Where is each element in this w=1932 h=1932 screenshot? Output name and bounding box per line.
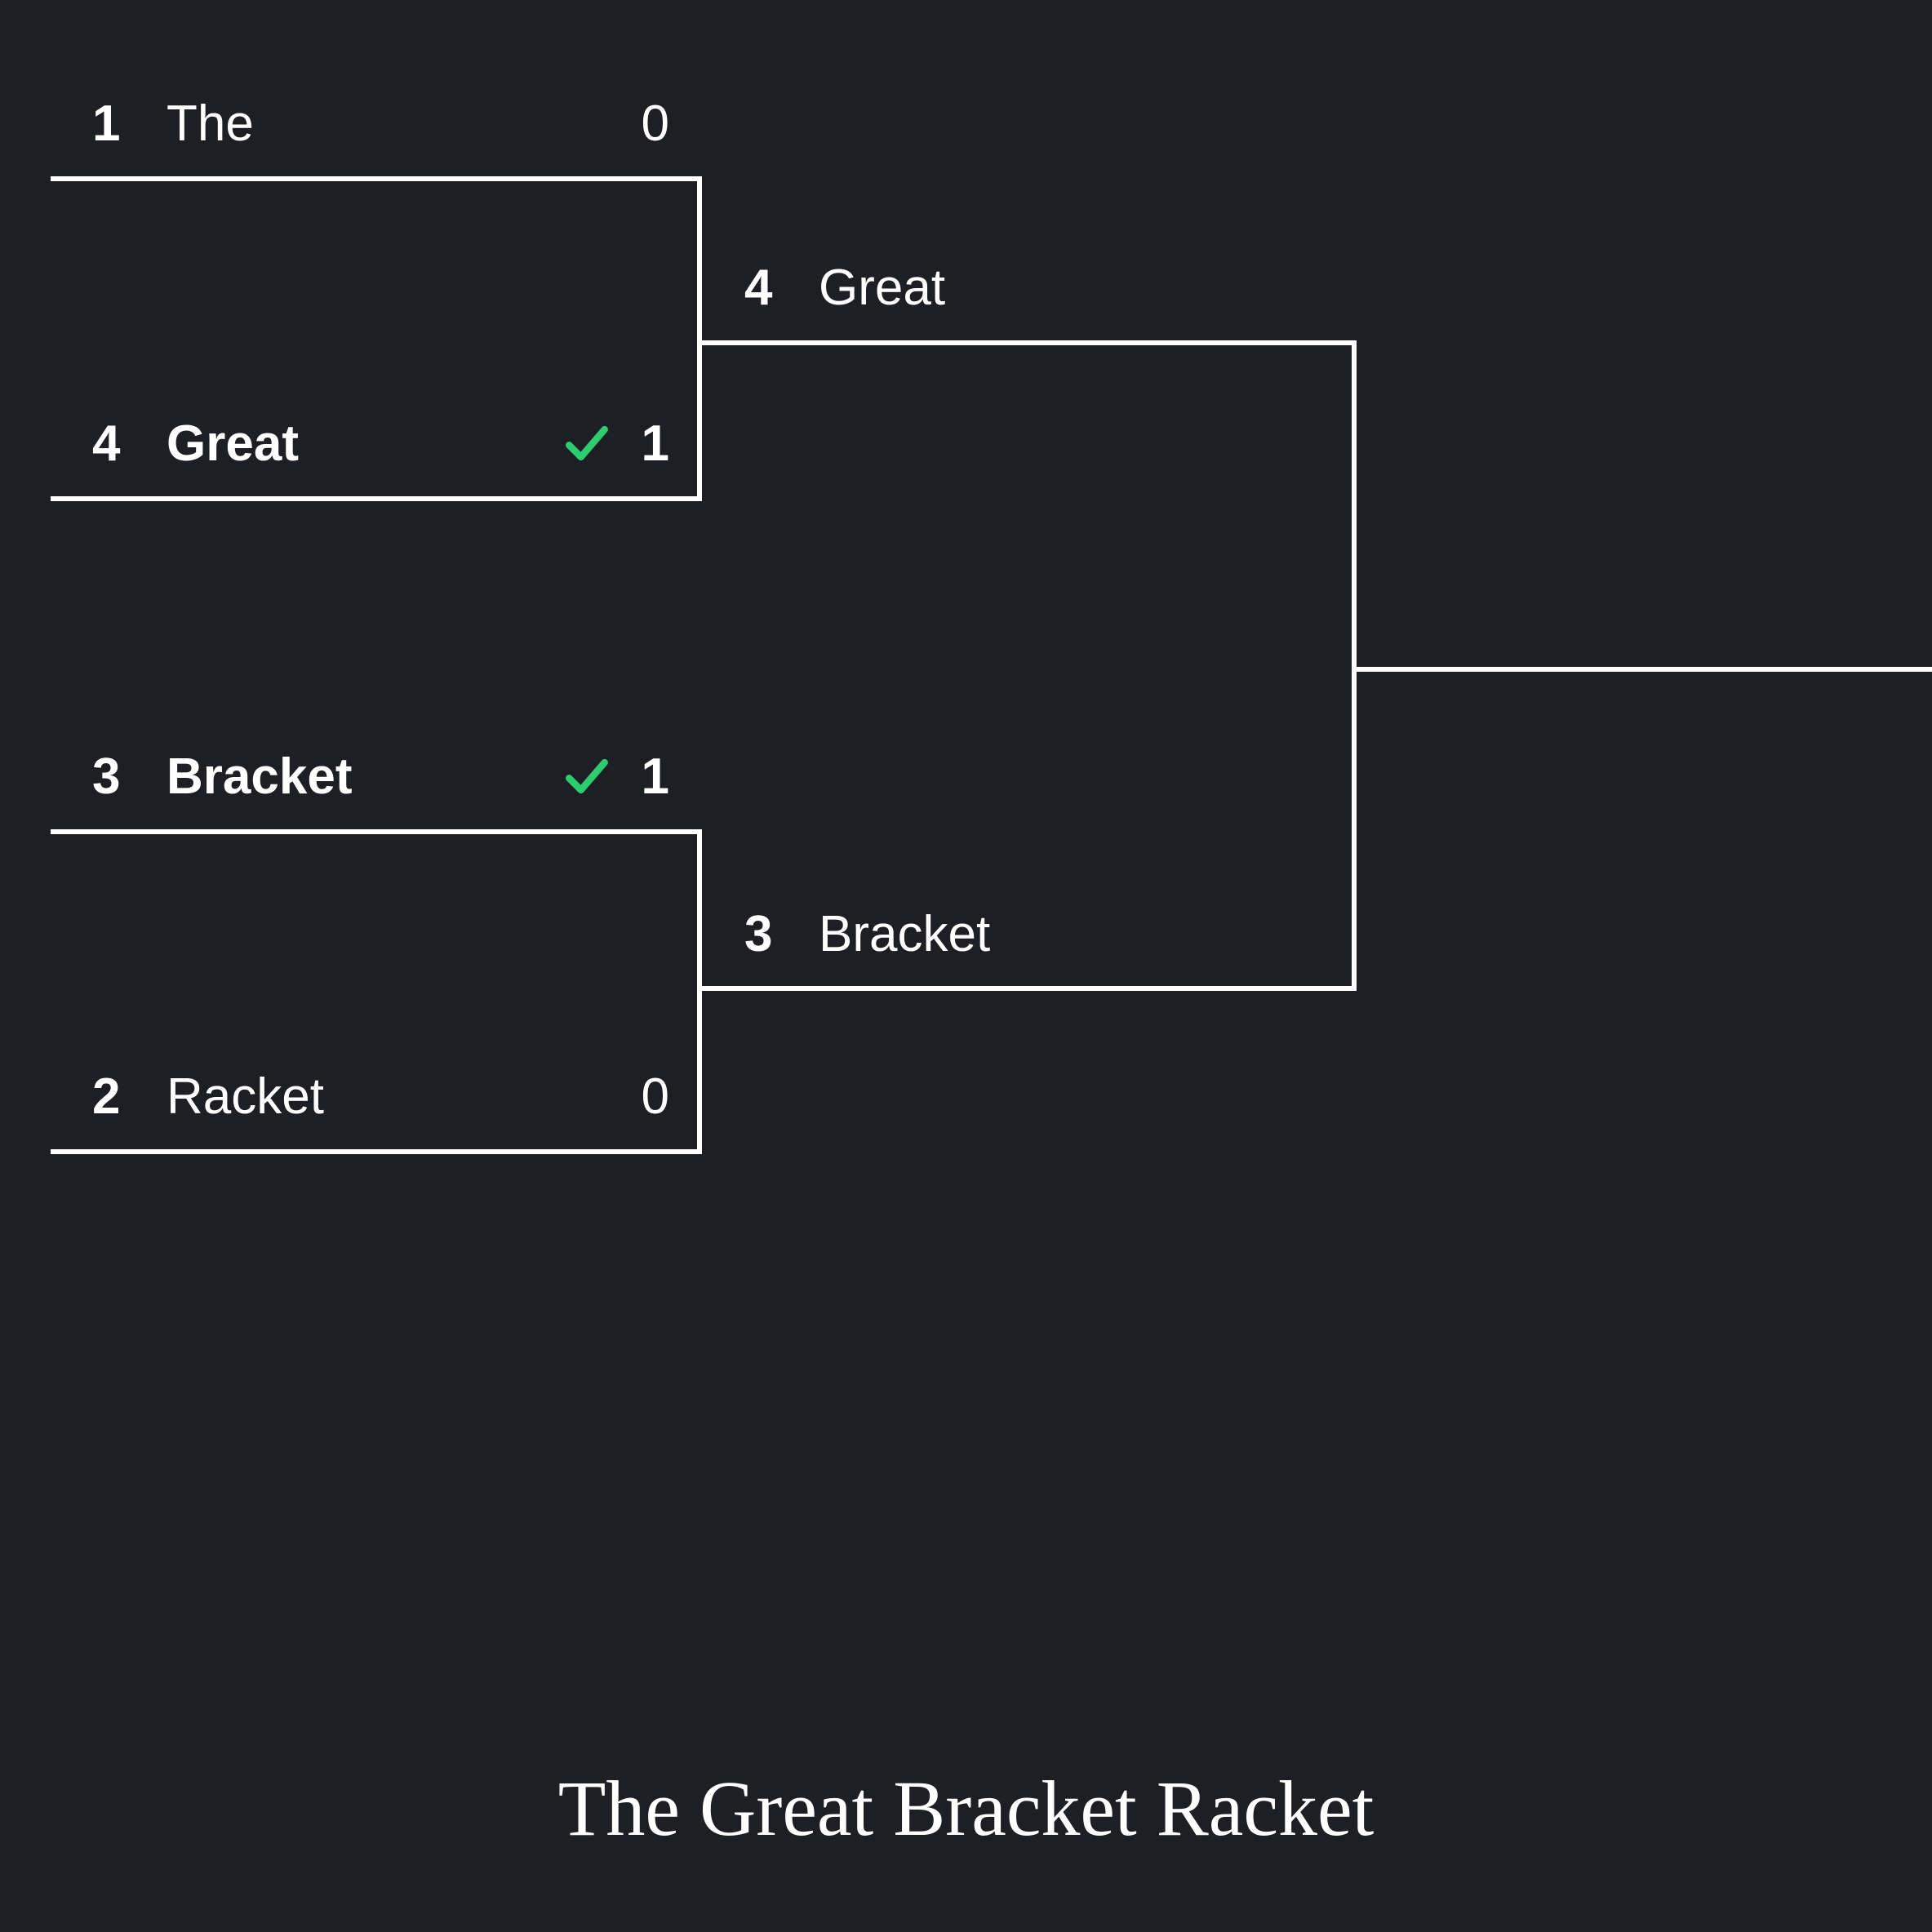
team-name: Racket xyxy=(167,1068,324,1125)
team-score: 0 xyxy=(641,1068,669,1125)
team-name: Great xyxy=(167,415,299,472)
check-icon xyxy=(566,758,608,794)
bracket-line xyxy=(700,340,1357,345)
team-seed: 4 xyxy=(744,259,773,316)
bracket-line xyxy=(51,1149,702,1154)
team-score: 0 xyxy=(641,95,669,152)
bracket-title: The Great Bracket Racket xyxy=(557,1765,1375,1852)
team-seed: 2 xyxy=(92,1068,121,1125)
team-seed: 4 xyxy=(92,415,121,472)
team-score: 1 xyxy=(641,415,669,472)
bracket-line xyxy=(51,176,702,181)
team-seed: 3 xyxy=(92,748,121,805)
bracket-connector xyxy=(697,176,702,501)
team-seed: 1 xyxy=(92,95,121,152)
team-seed: 3 xyxy=(744,905,773,962)
bracket-line xyxy=(51,829,702,834)
team-name: Bracket xyxy=(819,905,991,962)
bracket-connector xyxy=(697,829,702,1154)
team-score: 1 xyxy=(641,748,669,805)
bracket-line xyxy=(51,496,702,501)
final-connector xyxy=(1352,667,1932,672)
team-row[interactable]: 1 The 0 xyxy=(92,87,669,160)
team-name: The xyxy=(167,95,254,152)
team-row[interactable]: 3 Bracket xyxy=(744,897,1316,970)
bracket-connector xyxy=(1352,340,1357,991)
team-name: Bracket xyxy=(167,748,353,805)
check-icon xyxy=(566,425,608,461)
team-name: Great xyxy=(819,259,946,316)
team-row[interactable]: 2 Racket 0 xyxy=(92,1059,669,1133)
team-row[interactable]: 4 Great xyxy=(744,251,1316,324)
bracket-line xyxy=(700,986,1357,991)
team-row-winner[interactable]: 4 Great 1 xyxy=(92,406,669,480)
team-row-winner[interactable]: 3 Bracket 1 xyxy=(92,739,669,813)
